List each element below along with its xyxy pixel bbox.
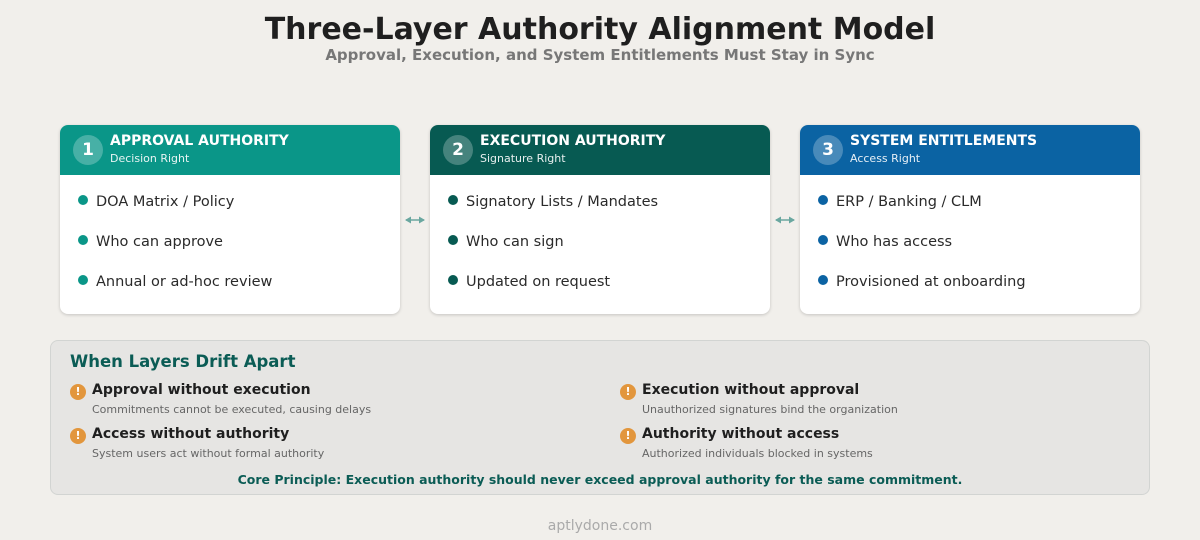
warning-icon: ! [620, 384, 636, 400]
risk-description: Unauthorized signatures bind the organiz… [642, 403, 898, 416]
bullet-dot-icon [448, 235, 458, 245]
bullet-dot-icon [818, 235, 828, 245]
layer-card-entitlements: 3 SYSTEM ENTITLEMENTS Access Right ERP /… [800, 125, 1140, 314]
card-list-item: Signatory Lists / Mandates [448, 194, 658, 210]
page-title: Three-Layer Authority Alignment Model [264, 12, 936, 47]
card-header: 3 SYSTEM ENTITLEMENTS Access Right [800, 125, 1140, 175]
warning-icon: ! [70, 428, 86, 444]
card-list-item: ERP / Banking / CLM [818, 194, 982, 210]
card-list-item: DOA Matrix / Policy [78, 194, 234, 210]
footer-credit: aptlydone.com [547, 518, 653, 534]
bullet-dot-icon [78, 195, 88, 205]
bullet-dot-icon [818, 195, 828, 205]
card-item-label: DOA Matrix / Policy [96, 194, 235, 210]
card-item-label: Annual or ad-hoc review [96, 274, 273, 290]
card-list-item: Who can sign [448, 234, 564, 250]
step-number-badge: 2 [443, 135, 473, 165]
card-subtitle: Access Right [850, 152, 921, 165]
card-title: EXECUTION AUTHORITY [480, 133, 666, 149]
step-number-badge: 1 [73, 135, 103, 165]
card-subtitle: Decision Right [110, 152, 190, 165]
card-item-label: Signatory Lists / Mandates [466, 194, 659, 210]
page-subtitle: Approval, Execution, and System Entitlem… [325, 46, 875, 64]
double-arrow-icon [405, 216, 425, 224]
layer-card-approval: 1 APPROVAL AUTHORITY Decision Right DOA … [60, 125, 400, 314]
bullet-dot-icon [448, 275, 458, 285]
risk-title: Execution without approval [642, 382, 860, 398]
card-list-item: Annual or ad-hoc review [78, 274, 272, 290]
double-arrow-icon [775, 216, 795, 224]
card-list-item: Who has access [818, 234, 952, 250]
card-title: SYSTEM ENTITLEMENTS [850, 133, 1038, 149]
layer-card-execution: 2 EXECUTION AUTHORITY Signature Right Si… [430, 125, 770, 314]
drift-title: When Layers Drift Apart [70, 352, 296, 371]
card-item-label: Who can approve [96, 234, 223, 250]
card-subtitle: Signature Right [480, 152, 566, 165]
card-item-label: Who has access [836, 234, 953, 250]
card-item-label: Provisioned at onboarding [836, 274, 1026, 290]
step-number-badge: 3 [813, 135, 843, 165]
bullet-dot-icon [448, 195, 458, 205]
card-header: 2 EXECUTION AUTHORITY Signature Right [430, 125, 770, 175]
risk-title: Access without authority [92, 426, 290, 442]
risk-title: Approval without execution [92, 382, 311, 398]
risk-description: Authorized individuals blocked in system… [642, 447, 873, 460]
card-title: APPROVAL AUTHORITY [110, 133, 289, 149]
card-list-item: Provisioned at onboarding [818, 274, 1026, 290]
core-principle: Core Principle: Execution authority shou… [237, 472, 963, 487]
bullet-dot-icon [78, 235, 88, 245]
risk-description: Commitments cannot be executed, causing … [92, 403, 372, 416]
drift-panel: When Layers Drift Apart ! Approval witho… [50, 340, 1150, 495]
card-list-item: Who can approve [78, 234, 223, 250]
warning-icon: ! [70, 384, 86, 400]
warning-icon: ! [620, 428, 636, 444]
card-item-label: ERP / Banking / CLM [836, 194, 982, 210]
card-header: 1 APPROVAL AUTHORITY Decision Right [60, 125, 400, 175]
risk-title: Authority without access [642, 426, 840, 442]
risk-description: System users act without formal authorit… [92, 447, 325, 460]
bullet-dot-icon [78, 275, 88, 285]
card-item-label: Updated on request [466, 274, 611, 290]
card-list-item: Updated on request [448, 274, 610, 290]
card-item-label: Who can sign [466, 234, 564, 250]
bullet-dot-icon [818, 275, 828, 285]
